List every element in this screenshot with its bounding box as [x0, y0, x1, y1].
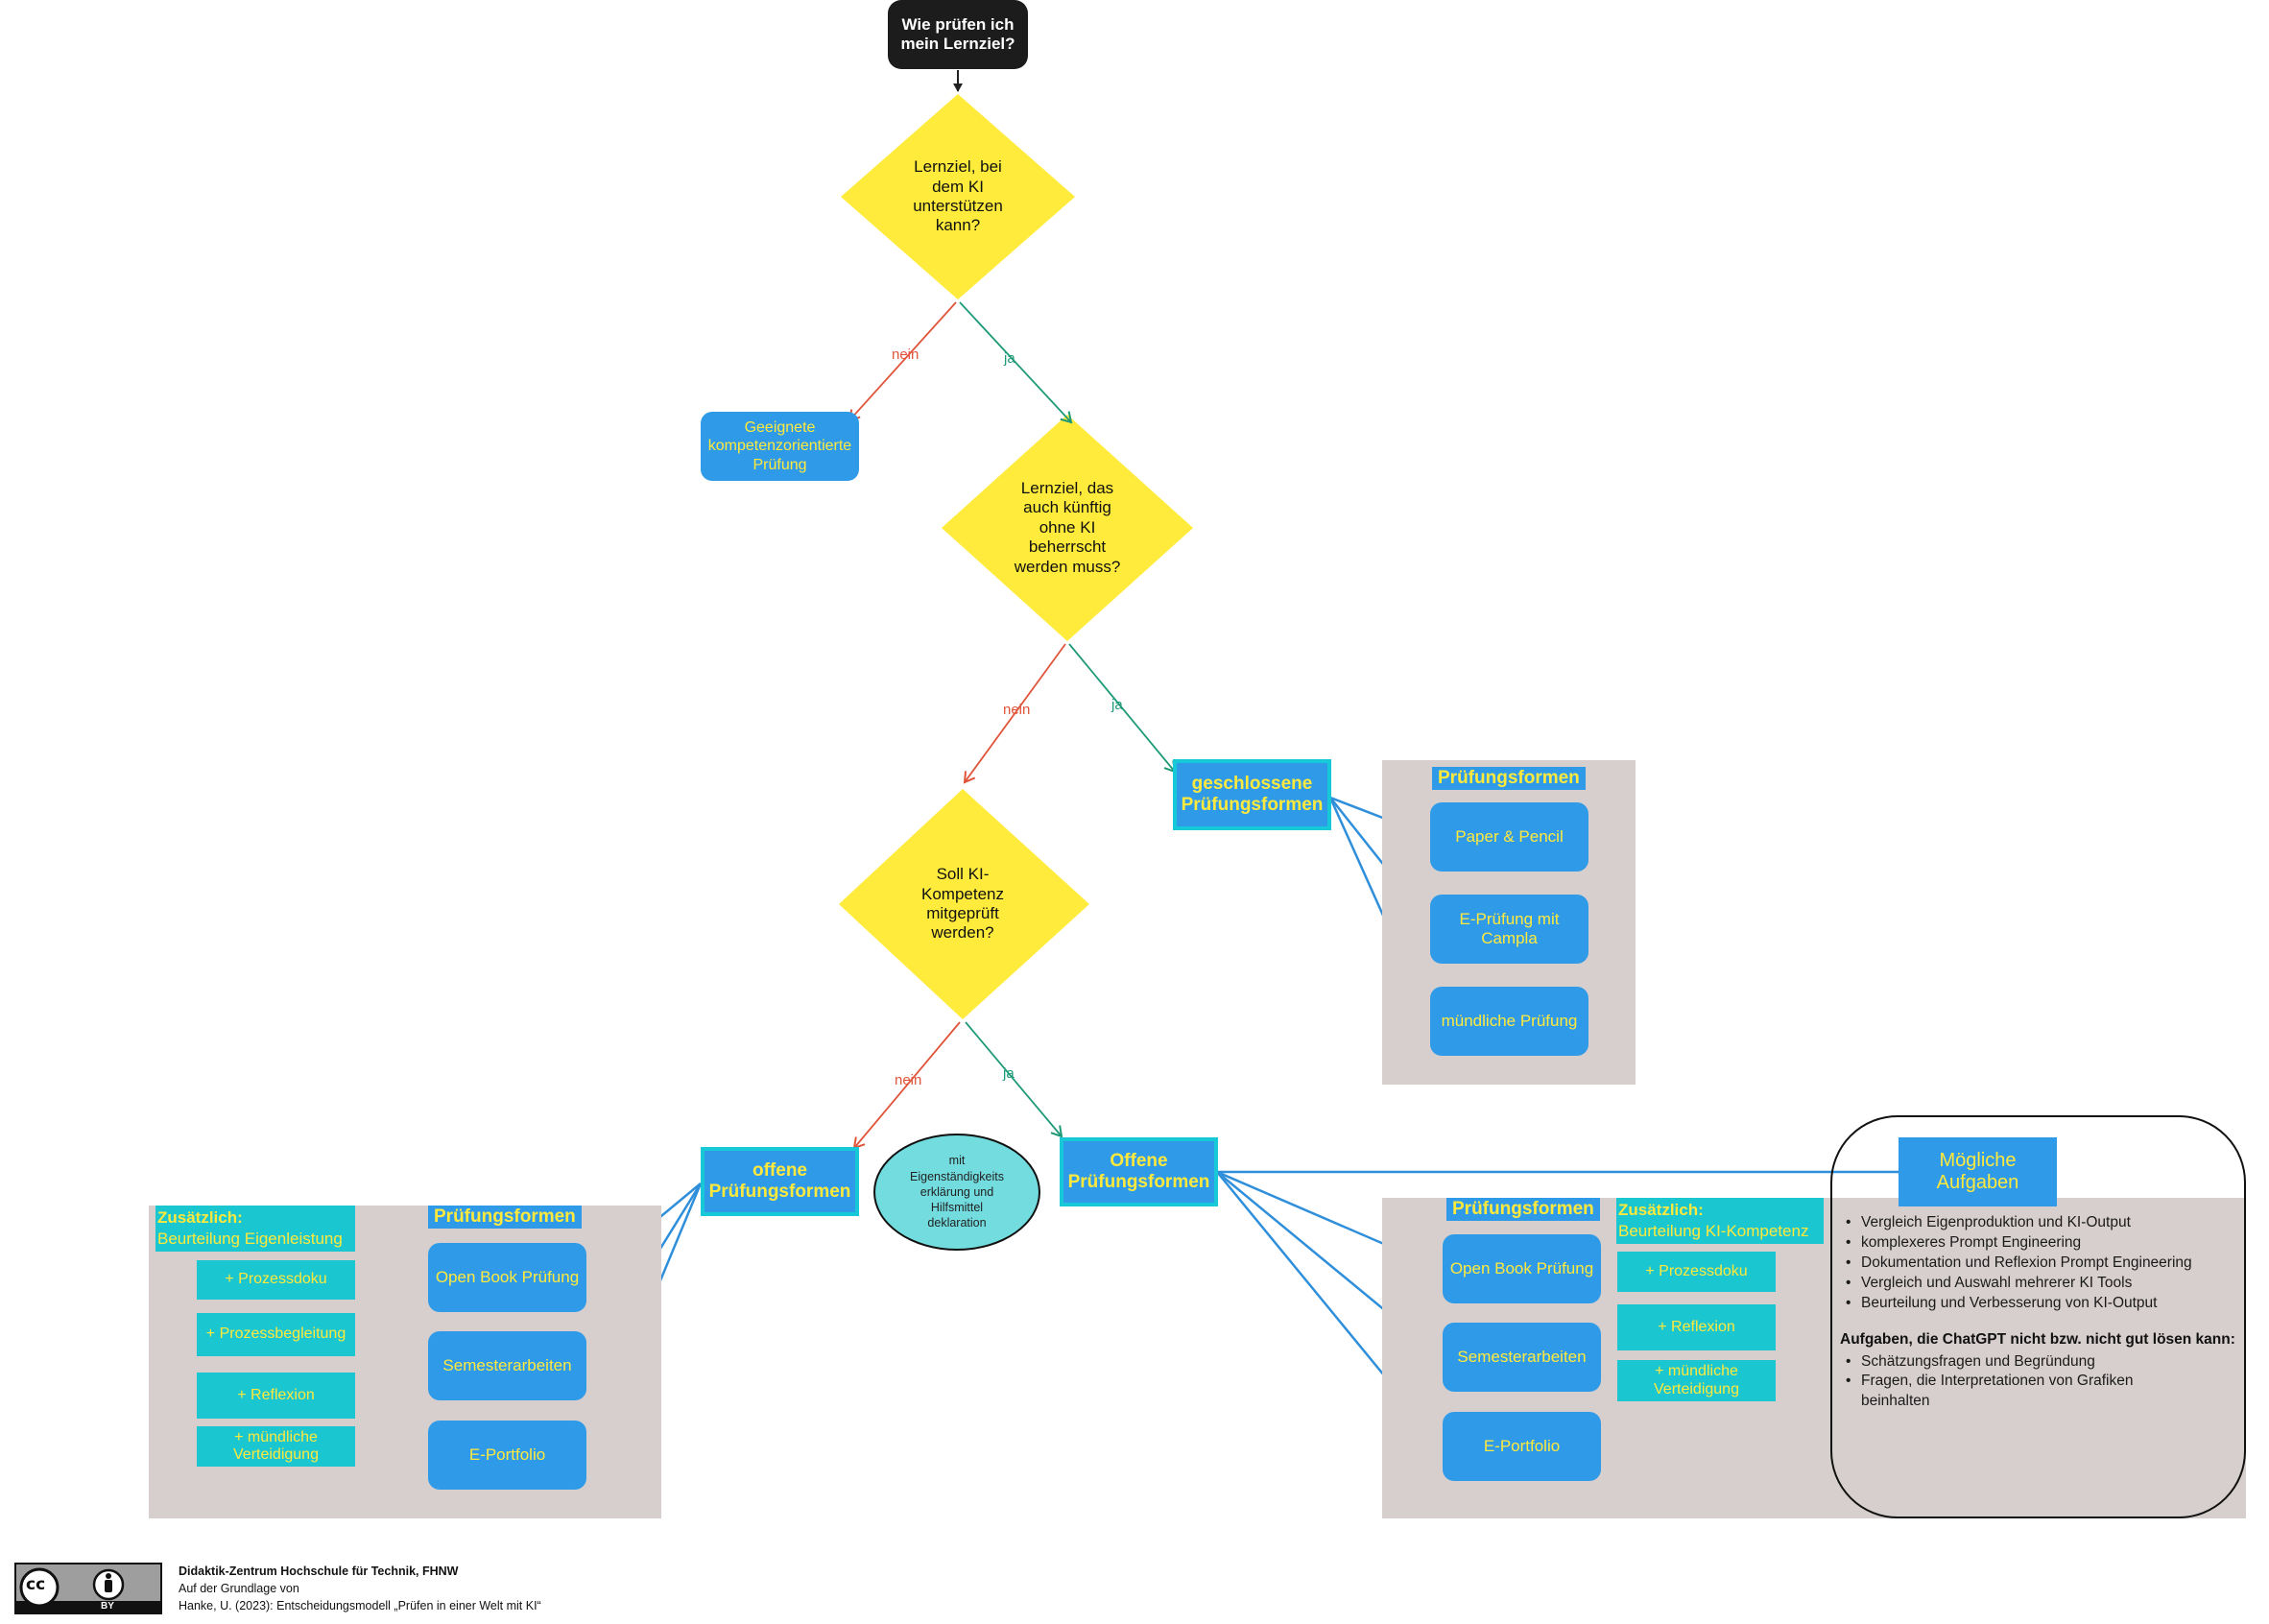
open-form-semester-right: Semesterarbeiten: [1443, 1323, 1601, 1392]
right-additional-header: Zusätzlich: Beurteilung KI-Kompetenz: [1616, 1198, 1824, 1245]
possible-tasks-title: Mögliche Aufgaben: [1899, 1137, 2057, 1206]
task-item: komplexeres Prompt Engineering: [1846, 1233, 2237, 1254]
decision-diamond-ki-competence: [839, 789, 1089, 1019]
open-form-openbook-left: Open Book Prüfung: [428, 1243, 586, 1312]
cc-by-badge-graphic: [16, 1564, 160, 1612]
task-item: Fragen, die Interpretationen von Grafike…: [1846, 1372, 2149, 1412]
outcome-closed-forms: geschlossene Prüfungsformen: [1173, 759, 1331, 830]
edge-label-d1-no: nein: [892, 346, 920, 363]
start-node: Wie prüfen ich mein Lernziel?: [888, 0, 1028, 69]
edge-d3-no: [852, 1021, 961, 1150]
open-forms-label-left: Prüfungsformen: [428, 1206, 582, 1229]
task-item: Vergleich Eigenproduktion und KI-Output: [1846, 1213, 2237, 1233]
cc-by-license-icon: cc BY: [14, 1563, 162, 1614]
footer-credits: Didaktik-Zentrum Hochschule für Technik,…: [179, 1563, 850, 1614]
cc-badge-text: cc: [26, 1575, 46, 1594]
task-item: Vergleich und Auswahl mehrerer KI Tools: [1846, 1274, 2237, 1294]
footer-org: Didaktik-Zentrum Hochschule für Technik,…: [179, 1564, 459, 1578]
decision-text-ki-support: Lernziel, bei dem KI unterstützen kann?: [913, 157, 1003, 235]
task-item: Beurteilung und Verbesserung von KI-Outp…: [1846, 1294, 2237, 1314]
decision-diamond-without-ki: [942, 415, 1193, 641]
outcome-open-forms: offene Prüfungsformen: [701, 1147, 859, 1216]
edge-d1-no: [848, 301, 957, 422]
left-additional-reflexion: + Reflexion: [197, 1373, 355, 1419]
closed-form-paper-pencil: Paper & Pencil: [1430, 802, 1588, 872]
closed-form-oral-exam: mündliche Prüfung: [1430, 987, 1588, 1056]
left-additional-prozessbegleitung: + Prozessbegleitung: [197, 1313, 355, 1356]
decision-diamond-ki-support: [841, 94, 1075, 299]
by-badge-text: BY: [101, 1601, 114, 1612]
left-additional-prozessdoku: + Prozessdoku: [197, 1260, 355, 1300]
edge-d2-yes: [1068, 643, 1177, 774]
outcome-suitable-exam: Geeignete kompetenzorientierte Prüfung: [701, 412, 859, 481]
self-declaration-note: mit Eigenständigkeits erklärung und Hilf…: [873, 1134, 1040, 1251]
edge-label-d3-yes: ja: [1003, 1065, 1015, 1082]
task-item: Dokumentation und Reflexion Prompt Engin…: [1846, 1254, 2237, 1274]
decision-text-without-ki: Lernziel, das auch künftig ohne KI beher…: [1014, 479, 1121, 576]
edge-d1-yes: [959, 301, 1073, 424]
edge-label-d2-no: nein: [1003, 702, 1031, 718]
task-item: Schätzungsfragen und Begründung: [1846, 1352, 2237, 1373]
ki-tasks-list: Vergleich Eigenproduktion und KI-Output …: [1844, 1213, 2237, 1314]
edge-d3-yes: [965, 1021, 1063, 1138]
right-additional-prozessdoku: + Prozessdoku: [1617, 1252, 1776, 1292]
open-form-eportfolio-left: E-Portfolio: [428, 1421, 586, 1490]
open-form-eportfolio-right: E-Portfolio: [1443, 1412, 1601, 1481]
left-additional-oral-defense: + mündliche Verteidigung: [197, 1426, 355, 1467]
edge-d2-no: [963, 643, 1066, 784]
open-forms-label-right: Prüfungsformen: [1446, 1198, 1600, 1221]
decision-text-ki-competence: Soll KI-Kompetenz mitgeprüft werden?: [921, 865, 1004, 943]
closed-forms-label: Prüfungsformen: [1432, 767, 1586, 790]
edge-label-d3-no: nein: [895, 1072, 922, 1088]
left-additional-header: Zusätzlich: Beurteilung Eigenleistung: [155, 1206, 355, 1253]
chatgpt-tasks-list: Schätzungsfragen und Begründung Fragen, …: [1844, 1352, 2237, 1413]
footer-basis: Auf der Grundlage von: [179, 1582, 299, 1596]
footer-citation: Hanke, U. (2023): Entscheidungsmodell „P…: [179, 1599, 541, 1613]
edge-label-d2-yes: ja: [1111, 697, 1123, 713]
right-additional-oral-defense: + mündliche Verteidigung: [1617, 1360, 1776, 1401]
right-additional-reflexion: + Reflexion: [1617, 1304, 1776, 1350]
closed-form-e-pruefung: E-Prüfung mit Campla: [1430, 895, 1588, 964]
possible-tasks-list: Vergleich Eigenproduktion und KI-Output …: [1840, 1213, 2237, 1413]
open-form-semester-left: Semesterarbeiten: [428, 1331, 586, 1400]
edge-label-d1-yes: ja: [1004, 350, 1015, 367]
possible-tasks-frame: [1830, 1115, 2246, 1518]
outcome-open-forms-ki: Offene Prüfungsformen: [1060, 1137, 1218, 1206]
chatgpt-tasks-heading: Aufgaben, die ChatGPT nicht bzw. nicht g…: [1840, 1330, 2235, 1348]
open-form-openbook-right: Open Book Prüfung: [1443, 1234, 1601, 1303]
